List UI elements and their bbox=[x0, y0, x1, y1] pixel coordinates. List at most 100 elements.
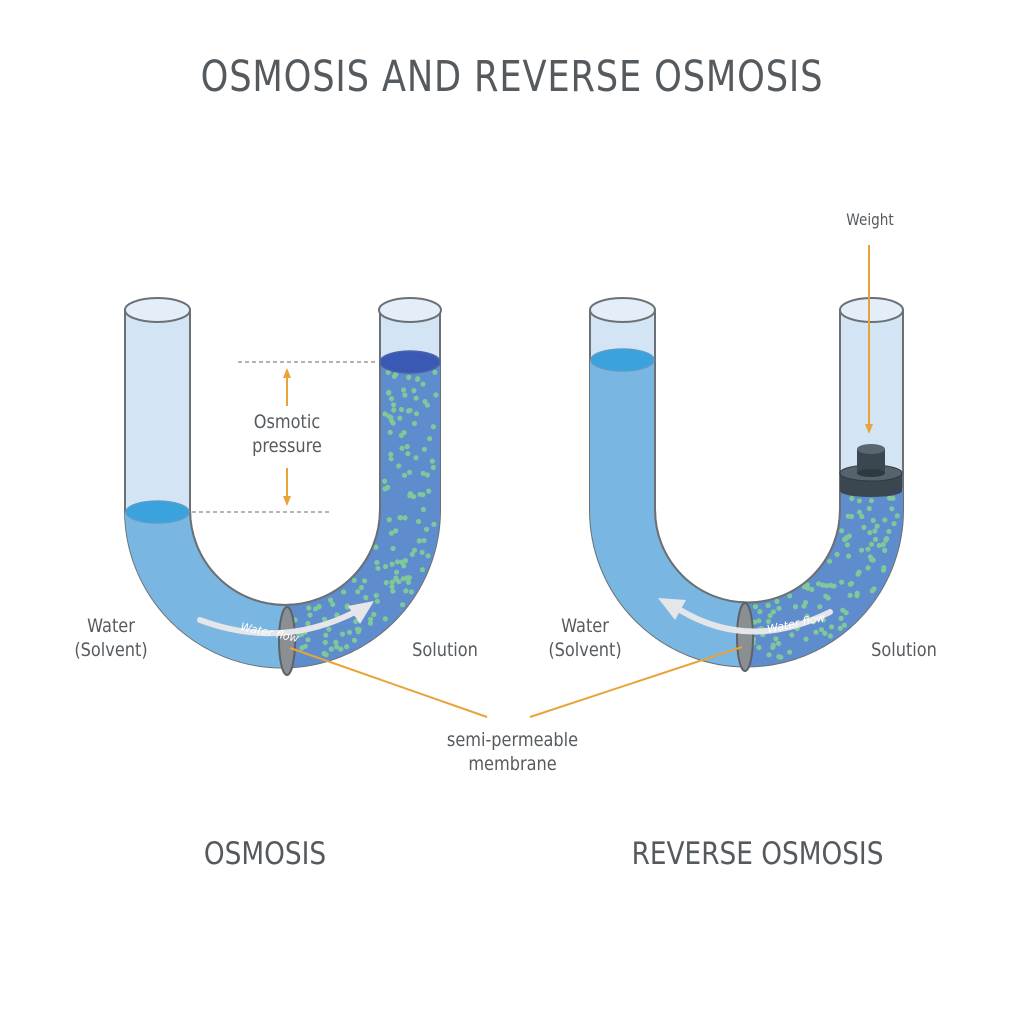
solute-particle bbox=[420, 506, 426, 513]
solute-particle bbox=[773, 636, 779, 642]
solute-particle bbox=[426, 488, 432, 494]
osmosis-section-title: OSMOSIS bbox=[203, 836, 327, 872]
solute-particle bbox=[371, 611, 377, 618]
solute-particle bbox=[859, 513, 865, 520]
solute-particle bbox=[776, 640, 782, 647]
osmotic-pressure-indicator bbox=[192, 361, 378, 513]
osmosis-solution-label: Solution bbox=[412, 639, 478, 661]
reverse-water-label: Water (Solvent) bbox=[538, 614, 632, 662]
solute-particle bbox=[374, 598, 380, 604]
weight-pointer bbox=[865, 245, 873, 434]
solute-particle bbox=[410, 494, 417, 500]
solute-particle bbox=[818, 627, 825, 633]
solute-particle bbox=[328, 597, 334, 603]
solute-particle bbox=[416, 538, 422, 544]
solute-particle bbox=[397, 415, 403, 421]
solute-particle bbox=[344, 644, 350, 650]
solute-particle bbox=[415, 518, 422, 525]
solute-particle bbox=[373, 592, 379, 599]
solute-particle bbox=[323, 632, 329, 638]
solute-particle bbox=[307, 612, 313, 618]
solute-particle bbox=[305, 620, 311, 627]
solute-particle bbox=[375, 565, 381, 571]
solute-particle bbox=[389, 579, 395, 585]
solute-particle bbox=[409, 551, 415, 557]
osmotic-pressure-text: Osmotic pressure bbox=[252, 411, 322, 457]
solute-particle bbox=[839, 579, 845, 585]
solute-particle bbox=[353, 618, 359, 625]
solute-particle bbox=[413, 395, 419, 401]
solute-particle bbox=[393, 528, 399, 534]
solute-particle bbox=[344, 603, 350, 609]
solute-particle bbox=[326, 626, 332, 632]
solute-particle bbox=[419, 567, 425, 573]
reverse-left-opening bbox=[589, 297, 656, 323]
solute-particle bbox=[839, 528, 845, 534]
solute-particle bbox=[803, 636, 809, 642]
solute-particle bbox=[765, 618, 772, 625]
solute-particle bbox=[414, 376, 421, 382]
solute-particle bbox=[419, 549, 425, 555]
osmosis-right-opening bbox=[378, 297, 442, 323]
solute-particle bbox=[423, 526, 430, 533]
reverse-flow-arrow bbox=[677, 607, 833, 635]
solute-particle bbox=[388, 396, 395, 402]
solute-particle bbox=[869, 557, 875, 563]
solute-particle bbox=[856, 498, 863, 504]
solute-particle bbox=[804, 613, 810, 620]
solute-particle bbox=[765, 602, 771, 609]
solute-particle bbox=[367, 620, 374, 626]
solute-particle bbox=[891, 521, 897, 527]
solute-particle bbox=[756, 644, 762, 651]
solute-particle bbox=[400, 602, 406, 608]
solute-particle bbox=[389, 584, 395, 590]
solute-particle bbox=[398, 406, 405, 413]
solute-particle bbox=[430, 424, 436, 430]
solute-particle bbox=[338, 646, 344, 652]
solute-particle bbox=[358, 584, 364, 591]
solute-particle bbox=[321, 616, 328, 622]
solute-particle bbox=[334, 644, 340, 650]
reverse-section-title: REVERSE OSMOSIS bbox=[631, 836, 884, 872]
solute-particle bbox=[400, 576, 406, 582]
solute-particle bbox=[356, 627, 362, 633]
solute-particle bbox=[346, 629, 353, 635]
solute-particle bbox=[394, 559, 401, 565]
solute-particle bbox=[817, 604, 823, 610]
solute-particle bbox=[834, 551, 840, 558]
solute-particle bbox=[339, 631, 346, 637]
solute-particle bbox=[787, 649, 793, 655]
solute-particle bbox=[870, 517, 876, 524]
solute-particle bbox=[866, 505, 872, 512]
solute-particle bbox=[407, 407, 413, 413]
solute-particle bbox=[302, 643, 308, 649]
solute-particle bbox=[405, 579, 412, 585]
solute-particle bbox=[770, 609, 777, 615]
solute-particle bbox=[374, 559, 380, 566]
osmosis-flow-arrow bbox=[197, 609, 358, 637]
solute-particle bbox=[861, 524, 867, 531]
solute-particle bbox=[413, 455, 419, 461]
solute-particle bbox=[388, 530, 395, 536]
solute-particle bbox=[868, 498, 875, 504]
solute-particle bbox=[390, 588, 396, 594]
osmosis-water-label: Water (Solvent) bbox=[64, 614, 158, 662]
reverse-water-surface bbox=[590, 348, 655, 372]
solute-particle bbox=[837, 625, 843, 631]
solute-particle bbox=[844, 542, 851, 548]
solute-particle bbox=[411, 388, 417, 394]
solute-particle bbox=[845, 513, 851, 519]
solute-particle bbox=[841, 622, 847, 628]
diagram-title: OSMOSIS AND REVERSE OSMOSIS bbox=[200, 52, 824, 102]
solute-particle bbox=[431, 521, 437, 527]
solute-particle bbox=[401, 472, 408, 478]
solute-particle bbox=[406, 374, 412, 380]
membrane-label: semi-permeable membrane bbox=[442, 728, 582, 776]
solute-particle bbox=[429, 458, 435, 464]
solute-particle bbox=[890, 495, 896, 501]
solute-particle bbox=[424, 472, 430, 478]
solute-particle bbox=[789, 632, 795, 638]
solute-particle bbox=[421, 537, 427, 544]
solute-particle bbox=[413, 411, 420, 417]
